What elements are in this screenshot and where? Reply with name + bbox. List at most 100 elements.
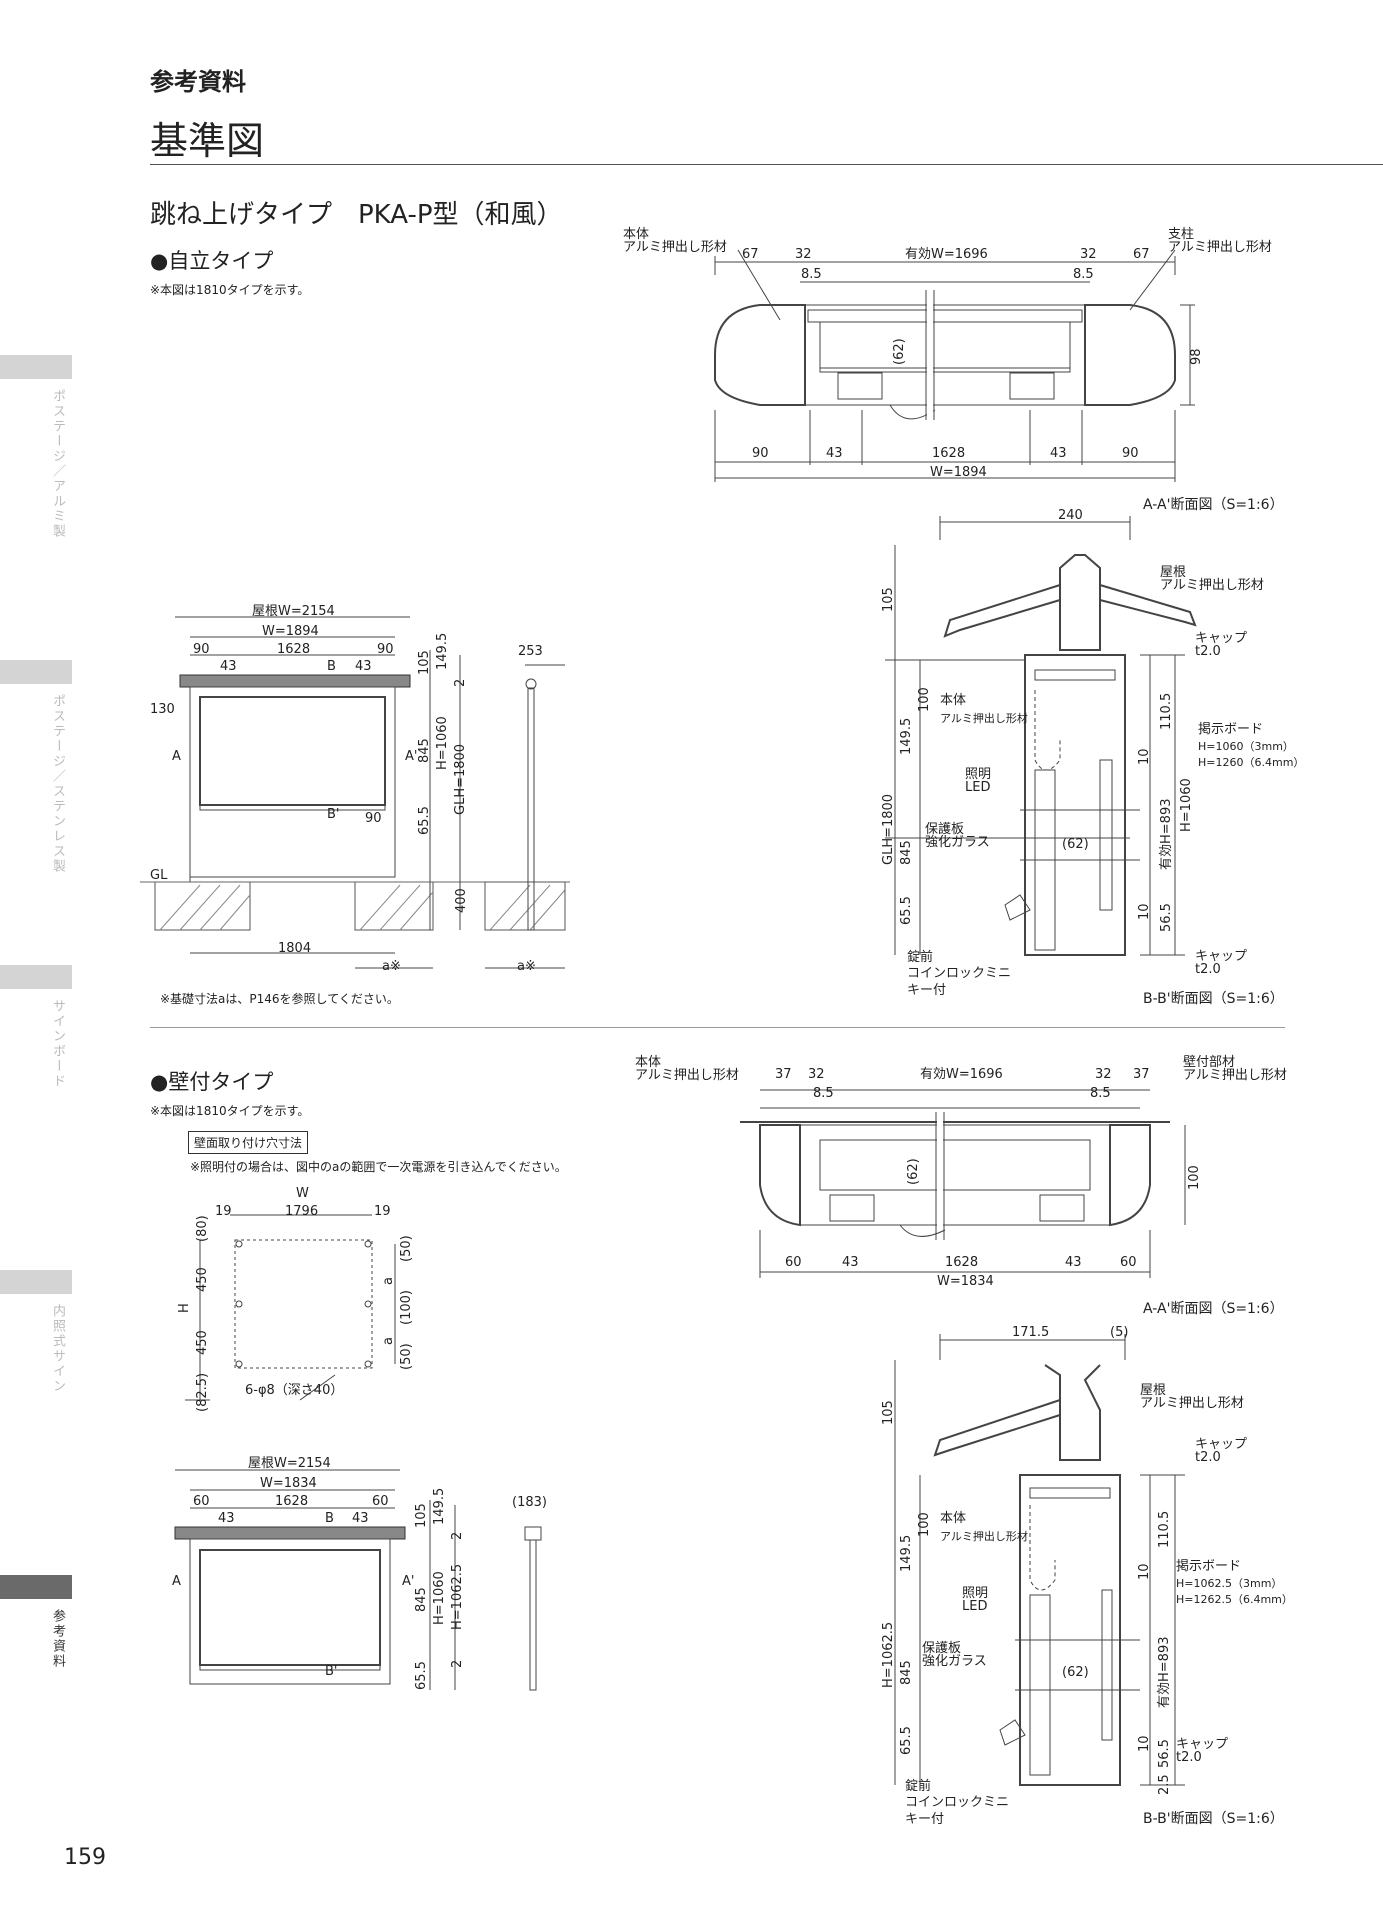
d2-lock-label: 錠前 コインロックミニ キー付 — [907, 950, 1012, 998]
d5-hole-spec: 6-φ8（深さ40） — [245, 1383, 344, 1398]
d4-dim-bottom-2: 43 — [842, 1255, 859, 1270]
sidebar-tab-poststage-aluminum[interactable]: ポステージ／アルミ製 — [0, 355, 72, 539]
d3-dim-top-3: 90 — [377, 642, 394, 657]
d3-section-a: A — [172, 749, 181, 764]
page-number: 159 — [64, 1845, 106, 1870]
d4-dim-bottom-5: 60 — [1120, 1255, 1137, 1270]
d2-dim-v4: GLH=1800 — [881, 793, 896, 865]
sidebar-tab-reference[interactable]: 参考資料 — [0, 1575, 72, 1669]
d2-body-material: アルミ押出し形材 — [940, 712, 1028, 725]
d3-dim-v4: 845 — [417, 738, 432, 763]
section-title: 跳ね上げタイプ PKA-P型（和風） — [150, 200, 563, 230]
standalone-note: ※本図は1810タイプを示す。 — [150, 283, 310, 297]
section-divider — [150, 1027, 1285, 1028]
d3-dim-v7: 65.5 — [417, 806, 432, 835]
d6-dim-inner: (62) — [1062, 1665, 1089, 1680]
d5-dim-right-3: (100) — [399, 1290, 414, 1325]
d4-dim-top-5: 37 — [1133, 1067, 1150, 1082]
d4-dim-sub-2: 8.5 — [1090, 1086, 1111, 1101]
d6-board-size-2: H=1262.5（6.4mm） — [1176, 1593, 1293, 1606]
d4-dim-bottom-3: 1628 — [945, 1255, 979, 1270]
d2-dim-v9: 有効H=893 — [1159, 798, 1174, 870]
d5-dim-left-4: 450 — [195, 1330, 210, 1355]
d3-dim-sub-2: 43 — [355, 659, 372, 674]
d1-dim-bottom-5: 90 — [1122, 446, 1139, 461]
d2-dim-v3: 149.5 — [899, 717, 914, 755]
d4-dim-top-2: 32 — [808, 1067, 825, 1082]
d3-section-b: B — [327, 659, 336, 674]
vertical-section-wall — [894, 1334, 1185, 1786]
d7-roof-width: 屋根W=2154 — [248, 1456, 331, 1471]
d7-dim-v6: H=1062.5 — [450, 1563, 465, 1630]
d2-protection-label: 保護板 強化ガラス — [925, 822, 990, 850]
d4-dim-inner: (62) — [906, 1158, 921, 1185]
d4-dim-top-4: 32 — [1095, 1067, 1112, 1082]
d7-dim-top-1: 60 — [193, 1494, 210, 1509]
d2-body-label: 本体 — [940, 693, 967, 708]
d3-dim-v2: 149.5 — [435, 632, 450, 670]
d7-dim-top-2: 1628 — [275, 1494, 309, 1509]
d6-dim-v9: 有効H=893 — [1157, 1636, 1172, 1708]
d5-dim-right-1: (50) — [399, 1235, 414, 1262]
d1-dim-inner: (62) — [892, 338, 907, 365]
d3-dim-v3: 2 — [453, 678, 468, 687]
d6-dim-v7: 110.5 — [1157, 1510, 1172, 1548]
d2-dim-v6: 65.5 — [899, 896, 914, 925]
d2-board-label: 掲示ボード — [1198, 722, 1264, 737]
sidebar-tab-poststage-stainless[interactable]: ポステージ／ステンレス製 — [0, 660, 72, 874]
d2-board-size-2: H=1260（6.4mm） — [1198, 756, 1305, 769]
d3-section-a-prime: A' — [405, 749, 418, 764]
wall-note: ※本図は1810タイプを示す。 — [150, 1104, 310, 1118]
d4-dim-total: W=1834 — [937, 1274, 994, 1289]
d6-dim-v10: 10 — [1137, 1735, 1152, 1752]
front-elevation-standalone — [140, 616, 570, 969]
mounting-hole-plan — [185, 1214, 396, 1401]
d5-width: W — [296, 1186, 309, 1201]
d1-dim-bottom-4: 43 — [1050, 446, 1067, 461]
d5-dim-top-2: 1796 — [285, 1204, 319, 1219]
d7-dim-v3: 2 — [450, 1531, 465, 1540]
d5-dim-left-1: (80) — [195, 1215, 210, 1242]
d3-roof-width: 屋根W=2154 — [252, 604, 335, 619]
d1-dim-top-3: 有効W=1696 — [905, 247, 988, 262]
front-elevation-wall — [174, 1469, 542, 1691]
d1-main-label: 本体 アルミ押出し形材 — [623, 227, 727, 255]
d7-dim-top-3: 60 — [372, 1494, 389, 1509]
standalone-heading: ●自立タイプ — [150, 249, 274, 273]
d3-section-b-prime: B' — [327, 807, 340, 822]
foundation-note: ※基礎寸法aは、P146を参照してください。 — [160, 992, 399, 1006]
d4-dim-top-3: 有効W=1696 — [920, 1067, 1003, 1082]
d6-lock-label: 錠前 コインロックミニ キー付 — [905, 1779, 1010, 1827]
d3-dim-v6: GLH=1800 — [453, 743, 468, 815]
d6-dim-top2: (5) — [1110, 1325, 1129, 1340]
page-title: 基準図 — [150, 119, 265, 163]
d7-dim-v2: 149.5 — [432, 1487, 447, 1525]
d3-foundation-a: a※ — [382, 959, 401, 974]
d2-caption: B-B'断面図（S=1:6） — [1143, 991, 1284, 1007]
d4-dim-bottom-1: 60 — [785, 1255, 802, 1270]
d5-dim-left-3: H — [177, 1303, 192, 1313]
d2-board-size-1: H=1060（3mm） — [1198, 740, 1294, 753]
d3-dim-v5: H=1060 — [435, 716, 450, 770]
d7-section-b-prime: B' — [325, 1664, 338, 1679]
d1-dim-top-4: 32 — [1080, 247, 1097, 262]
d6-board-label: 掲示ボード — [1176, 1559, 1242, 1574]
d7-dim-v1: 105 — [414, 1503, 429, 1528]
d6-protection-label: 保護板 強化ガラス — [922, 1641, 987, 1669]
d7-post-dim: (183) — [512, 1495, 547, 1510]
sidebar-tab-illuminated-sign[interactable]: 内照式サイン — [0, 1270, 72, 1394]
plan-section-standalone — [714, 249, 1195, 482]
d6-dim-v6: 65.5 — [899, 1726, 914, 1755]
d6-cap1-label: キャップ t2.0 — [1195, 1437, 1248, 1465]
d4-dim-bottom-4: 43 — [1065, 1255, 1082, 1270]
d1-dim-bottom-2: 43 — [826, 446, 843, 461]
d2-light-label: 照明 LED — [965, 767, 992, 795]
sidebar-tab-signboard[interactable]: サインボード — [0, 965, 72, 1089]
d5-dim-left-5: (82.5) — [195, 1372, 210, 1412]
d7-section-a-prime: A' — [402, 1574, 415, 1589]
d2-dim-v8: 10 — [1137, 748, 1152, 765]
d2-dim-v5: 845 — [899, 840, 914, 865]
d1-dim-sub-2: 8.5 — [1073, 267, 1094, 282]
d7-dim-v7: 65.5 — [414, 1661, 429, 1690]
d1-dim-total: W=1894 — [930, 465, 987, 480]
